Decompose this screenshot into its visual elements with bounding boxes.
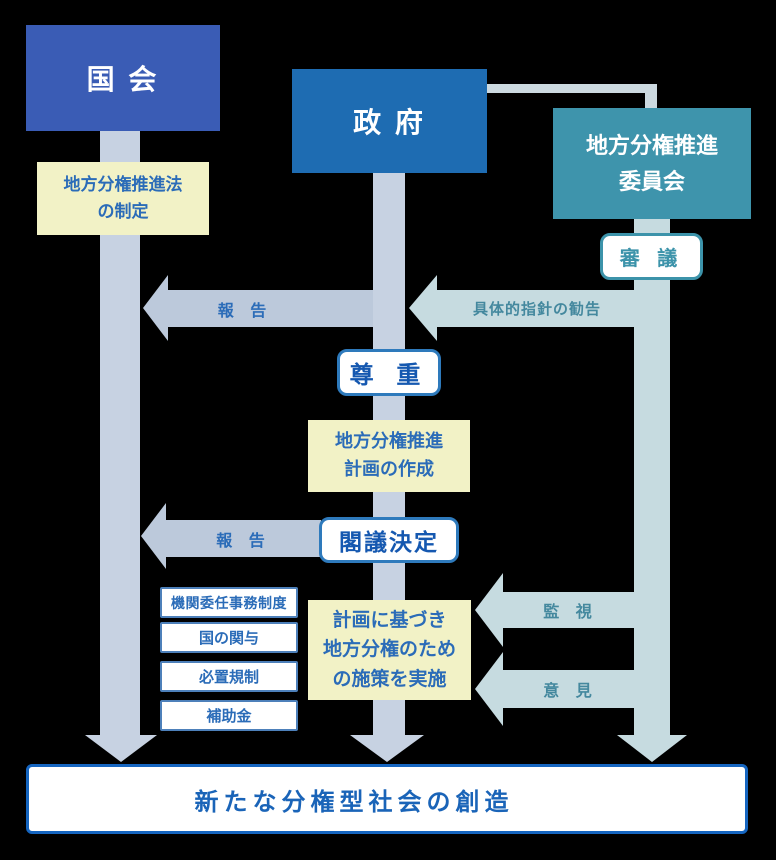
note2-line1: 地方分権推進 [335,431,443,452]
committee-label-line1: 地方分権推進 [585,133,718,159]
opinion-arrow-body [503,670,638,708]
committee-flow-band [634,218,670,735]
respect-box: 尊 重 [337,349,441,396]
implement-measures-note: 計画に基づき 地方分権のため の施策を実施 [308,600,471,700]
note2-line2: 計画の作成 [344,459,434,479]
report-arrow-2-arrowhead-icon [141,503,166,569]
diet-box: 国 会 [26,25,220,131]
respect-label: 尊 重 [349,362,429,389]
note1-line1: 地方分権推進法 [63,175,183,195]
note1-line2: の制定 [97,201,149,221]
guideline-recommendation-arrow-body [437,290,637,327]
government-down-arrowhead-icon [350,735,424,762]
diet-down-arrowhead-icon [85,735,157,762]
list-item-agency-delegated-functions: 機関委任事務制度 [160,587,298,618]
promotion-plan-creation-note: 地方分権推進 計画の作成 [308,420,470,492]
note3-line1: 計画に基づき [332,609,447,631]
report-arrow-1-body [168,290,393,327]
diet-label: 国 会 [86,64,160,95]
goal-box: 新たな分権型社会の創造 [26,764,748,834]
goal-label: 新たな分権型社会の創造 [194,788,514,816]
deliberation-box: 審 議 [600,233,703,280]
list-item-mandatory-regulations: 必置規制 [160,661,298,692]
list-item-national-involvement: 国の関与 [160,622,298,653]
connector-seifu-iinkai-vertical [645,84,657,110]
monitoring-arrowhead-icon [475,573,503,647]
item1-label: 機関委任事務制度 [171,594,287,611]
item4-label: 補助金 [206,708,252,725]
decentralization-law-enactment-note: 地方分権推進法 の制定 [37,162,209,235]
committee-down-arrowhead-icon [617,735,687,762]
opinion-label: 意 見 [543,683,598,700]
cabinet-decision-box: 閣議決定 [319,517,459,563]
decentralization-committee-box: 地方分権推進 委員会 [553,108,751,219]
government-box: 政 府 [292,69,487,173]
report-arrow-1-label: 報 告 [217,302,273,320]
note3-line3: の施策を実施 [332,668,447,690]
report-arrow-1-arrowhead-icon [143,275,168,341]
guideline-recommendation-label: 具体的指針の勧告 [472,301,601,318]
monitoring-label: 監 視 [543,604,598,621]
deliberation-label: 審 議 [619,248,684,270]
note3-line2: 地方分権のため [322,639,456,661]
report-arrow-2-label: 報 告 [216,532,271,550]
government-label: 政 府 [353,107,426,138]
item2-label: 国の関与 [198,630,259,647]
monitoring-arrow-body [503,592,638,628]
item3-label: 必置規制 [198,669,259,686]
guideline-recommendation-arrowhead-icon [409,275,437,341]
list-item-subsidies: 補助金 [160,700,298,731]
committee-label-line2: 委員会 [618,168,685,194]
opinion-arrowhead-icon [475,652,503,726]
report-arrow-2-body [166,520,321,557]
cabinet-decision-label: 閣議決定 [339,529,439,555]
connector-seifu-iinkai-horizontal [487,84,657,93]
